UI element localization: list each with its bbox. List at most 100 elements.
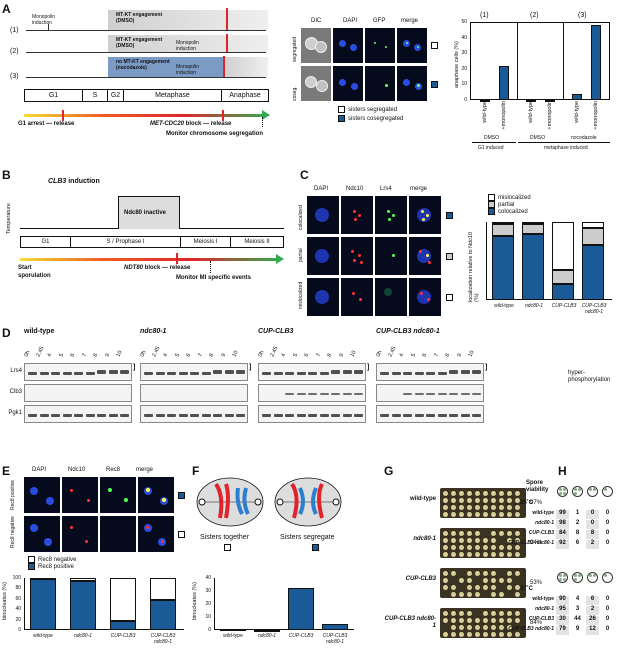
h-cell: 6 [586, 596, 599, 605]
d-band [460, 370, 470, 374]
f-xtick-label: ndc80-1 [257, 633, 277, 639]
phase-anaphase: Anaphase [229, 92, 261, 99]
e-ytick: 100 [12, 575, 21, 581]
g-colony [491, 618, 496, 623]
h-cell: 2 [571, 520, 584, 529]
h-row-label: wild-type [532, 596, 554, 602]
g-colony [491, 592, 496, 597]
d-band [437, 414, 447, 417]
d-band [28, 372, 37, 375]
g-colony [507, 531, 512, 536]
g-colony [467, 505, 472, 510]
d-lane-label: 10 [115, 349, 124, 358]
g-colony [443, 571, 448, 576]
g-colony [491, 632, 496, 637]
d-band [342, 370, 352, 374]
d-band [236, 414, 245, 417]
g-colony [483, 552, 488, 557]
d-blot-box [140, 384, 248, 402]
g-colony [507, 505, 512, 510]
phase-bar: G1 S G2 Metaphase Anaphase [24, 89, 269, 102]
g-colony [507, 585, 512, 590]
g-colony [475, 571, 480, 576]
d-lane-label: 6 [185, 352, 193, 358]
g-colony [491, 545, 496, 550]
micro-c-lrs4-1 [375, 196, 407, 234]
h-cell: 84 [556, 530, 569, 539]
d-band [155, 414, 165, 417]
d-lane-label: 10 [349, 349, 358, 358]
e-bar-seg [30, 578, 56, 630]
c-bar-seg [552, 222, 574, 271]
d-bracket: ] [133, 364, 136, 371]
e-hdr-ndc10: Ndc10 [68, 467, 86, 473]
d-blot-box [140, 405, 248, 423]
f-ytick: 0 [208, 627, 211, 633]
d-lane-label: 2.45 [151, 345, 162, 358]
h-cell: 0 [601, 530, 614, 539]
c-xtick-label: CUP-CLB3 [551, 303, 577, 309]
f-bar [220, 628, 246, 631]
d-lane-label: 0h [257, 349, 266, 358]
d-lane-label: 5 [410, 352, 417, 358]
g-colony [475, 552, 480, 557]
d-row-label: Pgk1 [8, 410, 22, 416]
d-band [74, 372, 83, 375]
g-colony [451, 538, 456, 543]
g-colony [507, 512, 512, 517]
monopolin-induction-r2: Monopolin induction [176, 40, 200, 52]
g-colony [499, 578, 504, 583]
micro-c-dapi-1 [307, 196, 339, 234]
g-colony [499, 498, 504, 503]
d-band [437, 393, 447, 395]
g-colony [475, 632, 480, 637]
micro-e-ndc10-2 [62, 516, 98, 552]
f-bar [288, 588, 314, 630]
d-band [460, 393, 470, 395]
d-genotype: ndc80-1 [140, 328, 167, 335]
d-band [144, 414, 153, 417]
d-band [167, 414, 176, 417]
g-colony [515, 632, 520, 637]
g-row-label: CUP-CLB3 [405, 576, 436, 582]
monopolin-induction-r3: Monopolin induction [176, 64, 200, 76]
d-band [39, 372, 49, 375]
c-headers: DAPI Ndc10 Lrs4 merge [312, 186, 442, 196]
d-band [449, 414, 458, 417]
g-colony [483, 538, 488, 543]
d-band [342, 414, 352, 417]
hdr-dic: DIC [311, 18, 322, 24]
g-colony [491, 552, 496, 557]
d-lane-label: 4 [46, 352, 54, 358]
g-colony [451, 498, 456, 503]
d-genotype: CUP-CLB3 ndc80-1 [376, 328, 440, 335]
a-bar [591, 25, 601, 100]
micro-a-gfp-2 [365, 66, 395, 101]
g-colony [483, 625, 488, 630]
panel-c-label: C [300, 168, 309, 182]
e-chart-area [24, 578, 184, 630]
g-colony [483, 578, 488, 583]
d-bracket: ] [249, 364, 252, 371]
c-row-partial: partial [298, 248, 304, 262]
a-meta-induced: metaphase induced [544, 145, 588, 151]
d-band [308, 414, 317, 417]
g-colony [467, 625, 472, 630]
e-xtick-label: CUP-CLB3 ndc80-1 [150, 633, 176, 645]
b-phase-mii: Meiosis II [244, 239, 270, 245]
g-colony [451, 552, 456, 557]
g-colony [475, 491, 480, 496]
a-bar [480, 100, 490, 102]
panel-d-label: D [2, 326, 11, 340]
g-colony [483, 611, 488, 616]
panel-h-label: H [558, 464, 567, 478]
g-colony [443, 505, 448, 510]
d-blot-box [376, 384, 484, 402]
d-row-label: Clb3 [9, 389, 22, 395]
c-xtick-label: wild-type [494, 303, 514, 309]
d-band [285, 372, 294, 375]
micro-a-dic-1 [301, 28, 331, 63]
d-lane-label: 9 [104, 352, 111, 358]
g-row-label: CUP-CLB3 ndc80-1 [384, 616, 436, 629]
c-bar-seg [522, 222, 544, 225]
